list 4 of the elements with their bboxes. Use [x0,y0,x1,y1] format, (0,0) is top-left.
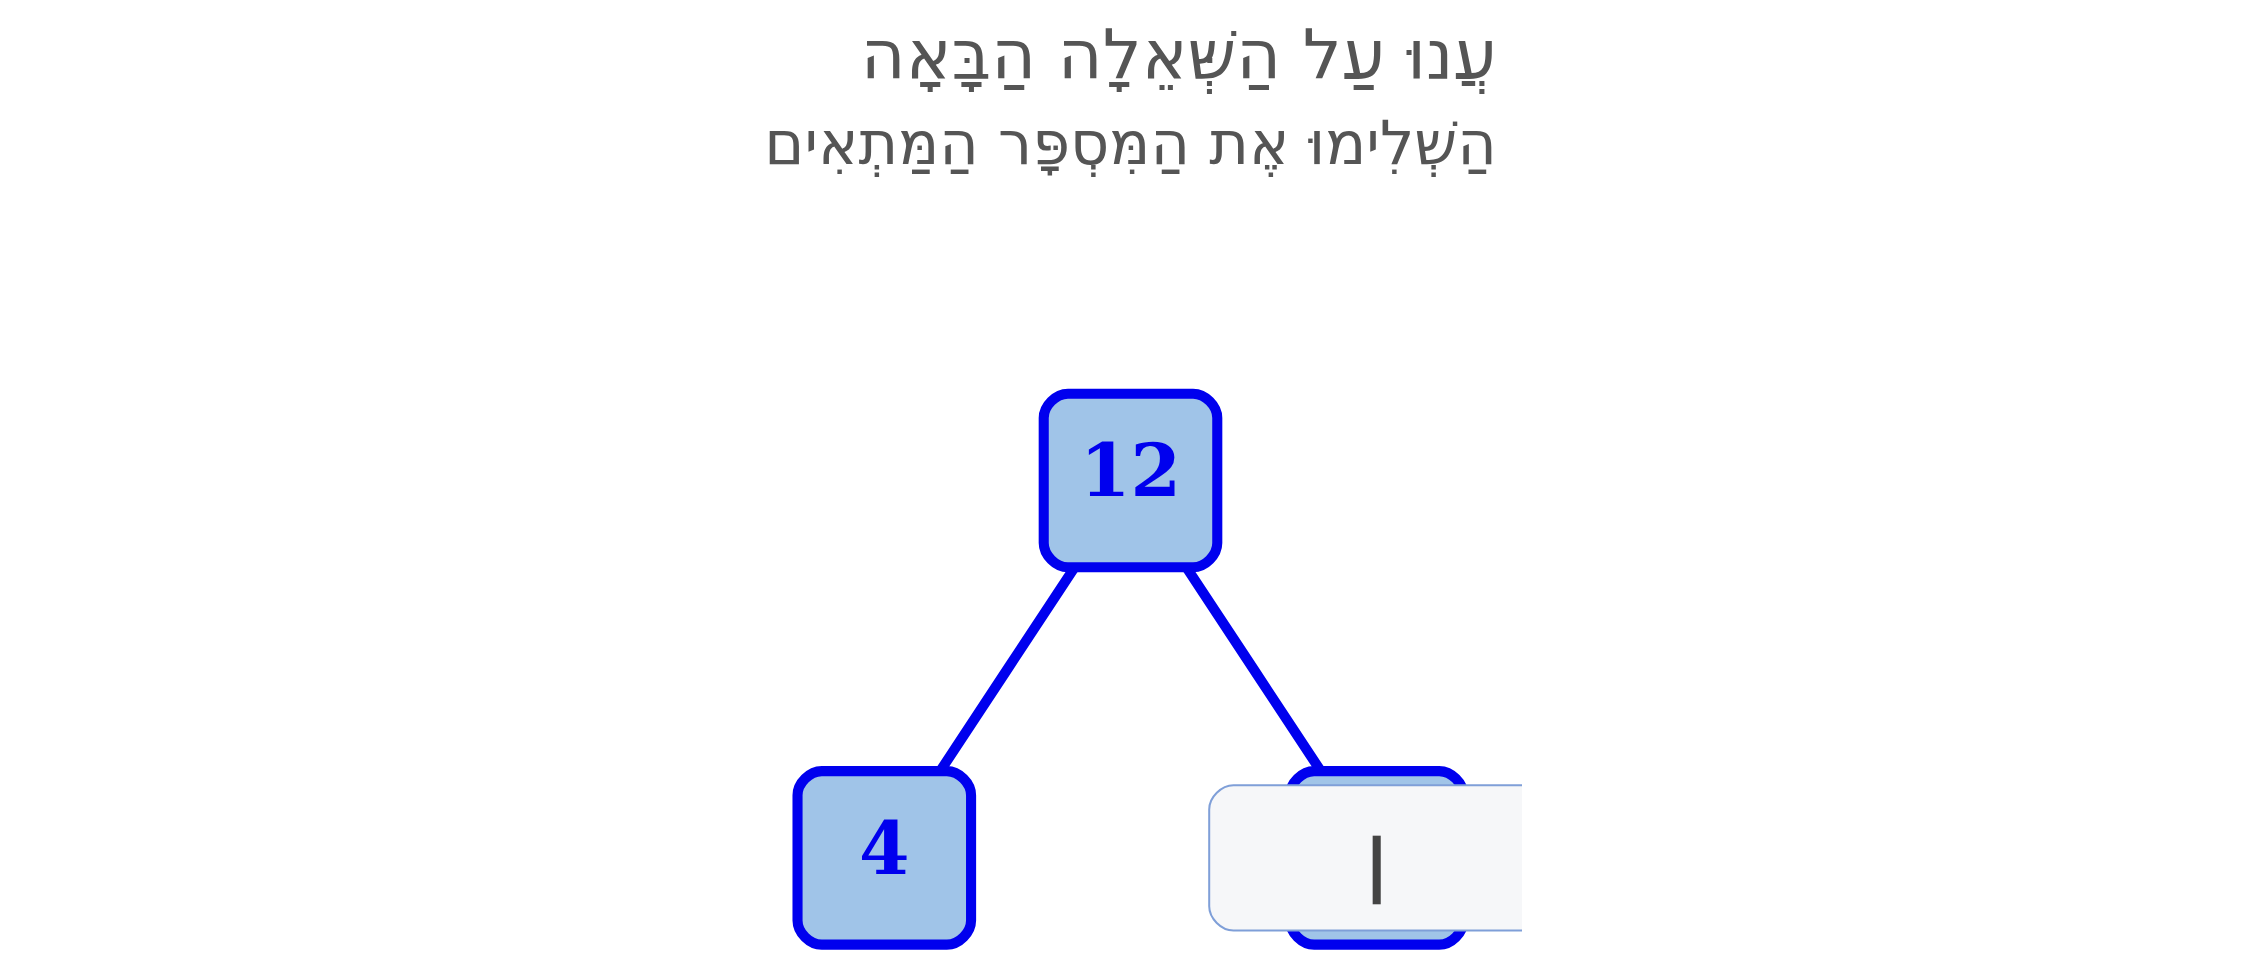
diagram-title: עֲנוּ עַל הַשְּׁאֵלָה הַבָּאָה [860,15,1497,96]
node-box: 12 [1038,388,1222,573]
label: הַשְׁלִימוּ אֶת הַמִּסְפָּר הַמַּתְאִים [763,107,1497,178]
node-box: 4 [791,766,976,950]
